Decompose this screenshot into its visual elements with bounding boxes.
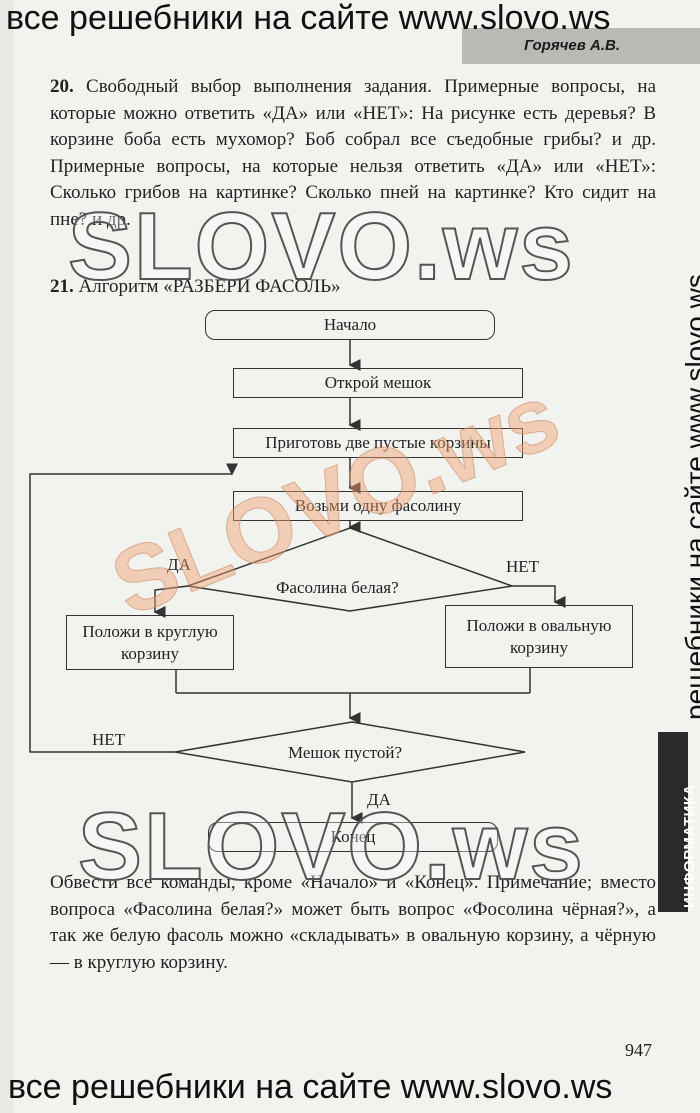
page-number: 947 [625,1040,652,1060]
question-20-number: 20. [50,76,74,97]
question-20-text: Свободный выбор выполнения задания. Прим… [50,76,657,230]
flowchart-end: Конец [208,822,498,852]
note-text: Обвести все команды, кроме «Начало» и «К… [50,872,656,973]
question-21: 21. Алгоритм «РАЗБЕРИ ФАСОЛЬ» [50,274,656,301]
top-banner: все решебники на сайте www.slovo.ws [6,0,611,37]
flowchart-bag-empty: Мешок пустой? [288,743,403,762]
watermark-bottom: SLOVO.ws [77,792,585,901]
flowchart-put-round: Положи в круглую корзину [66,615,234,670]
question-20: 20. Свободный выбор выполнения задания. … [50,74,656,233]
flowchart-start: Начало [205,310,495,340]
flowchart-open-bag: Открой мешок [233,368,523,398]
side-tab-label: ИНФОРМАТИКА [681,784,698,908]
watermark-top: SLOVO.ws [67,192,575,301]
side-watermark-text: решебники на сайте www.slovo.ws [680,274,700,720]
page [14,0,700,1113]
flowchart-exit-yes-label: ДА [367,790,391,809]
question-21-number: 21. [50,276,74,297]
flowchart-put-oval: Положи в овальную корзину [445,605,633,668]
bottom-banner: все решебники на сайте www.slovo.ws [8,1068,613,1106]
flowchart-is-white: Фасолина белая? [276,578,399,597]
flowchart-no-label: НЕТ [506,557,540,576]
side-tab: ИНФОРМАТИКА [658,732,698,912]
question-21-text: Алгоритм «РАЗБЕРИ ФАСОЛЬ» [78,276,341,297]
flowchart-yes-label: ДА [167,555,191,574]
flowchart-take-bean: Возьми одну фасолину [233,491,523,521]
author-label: Горячев А.В. [462,28,700,64]
flowchart-loop-no-label: НЕТ [92,730,126,749]
flowchart-prepare-baskets: Приготовь две пустые корзины [233,428,523,458]
